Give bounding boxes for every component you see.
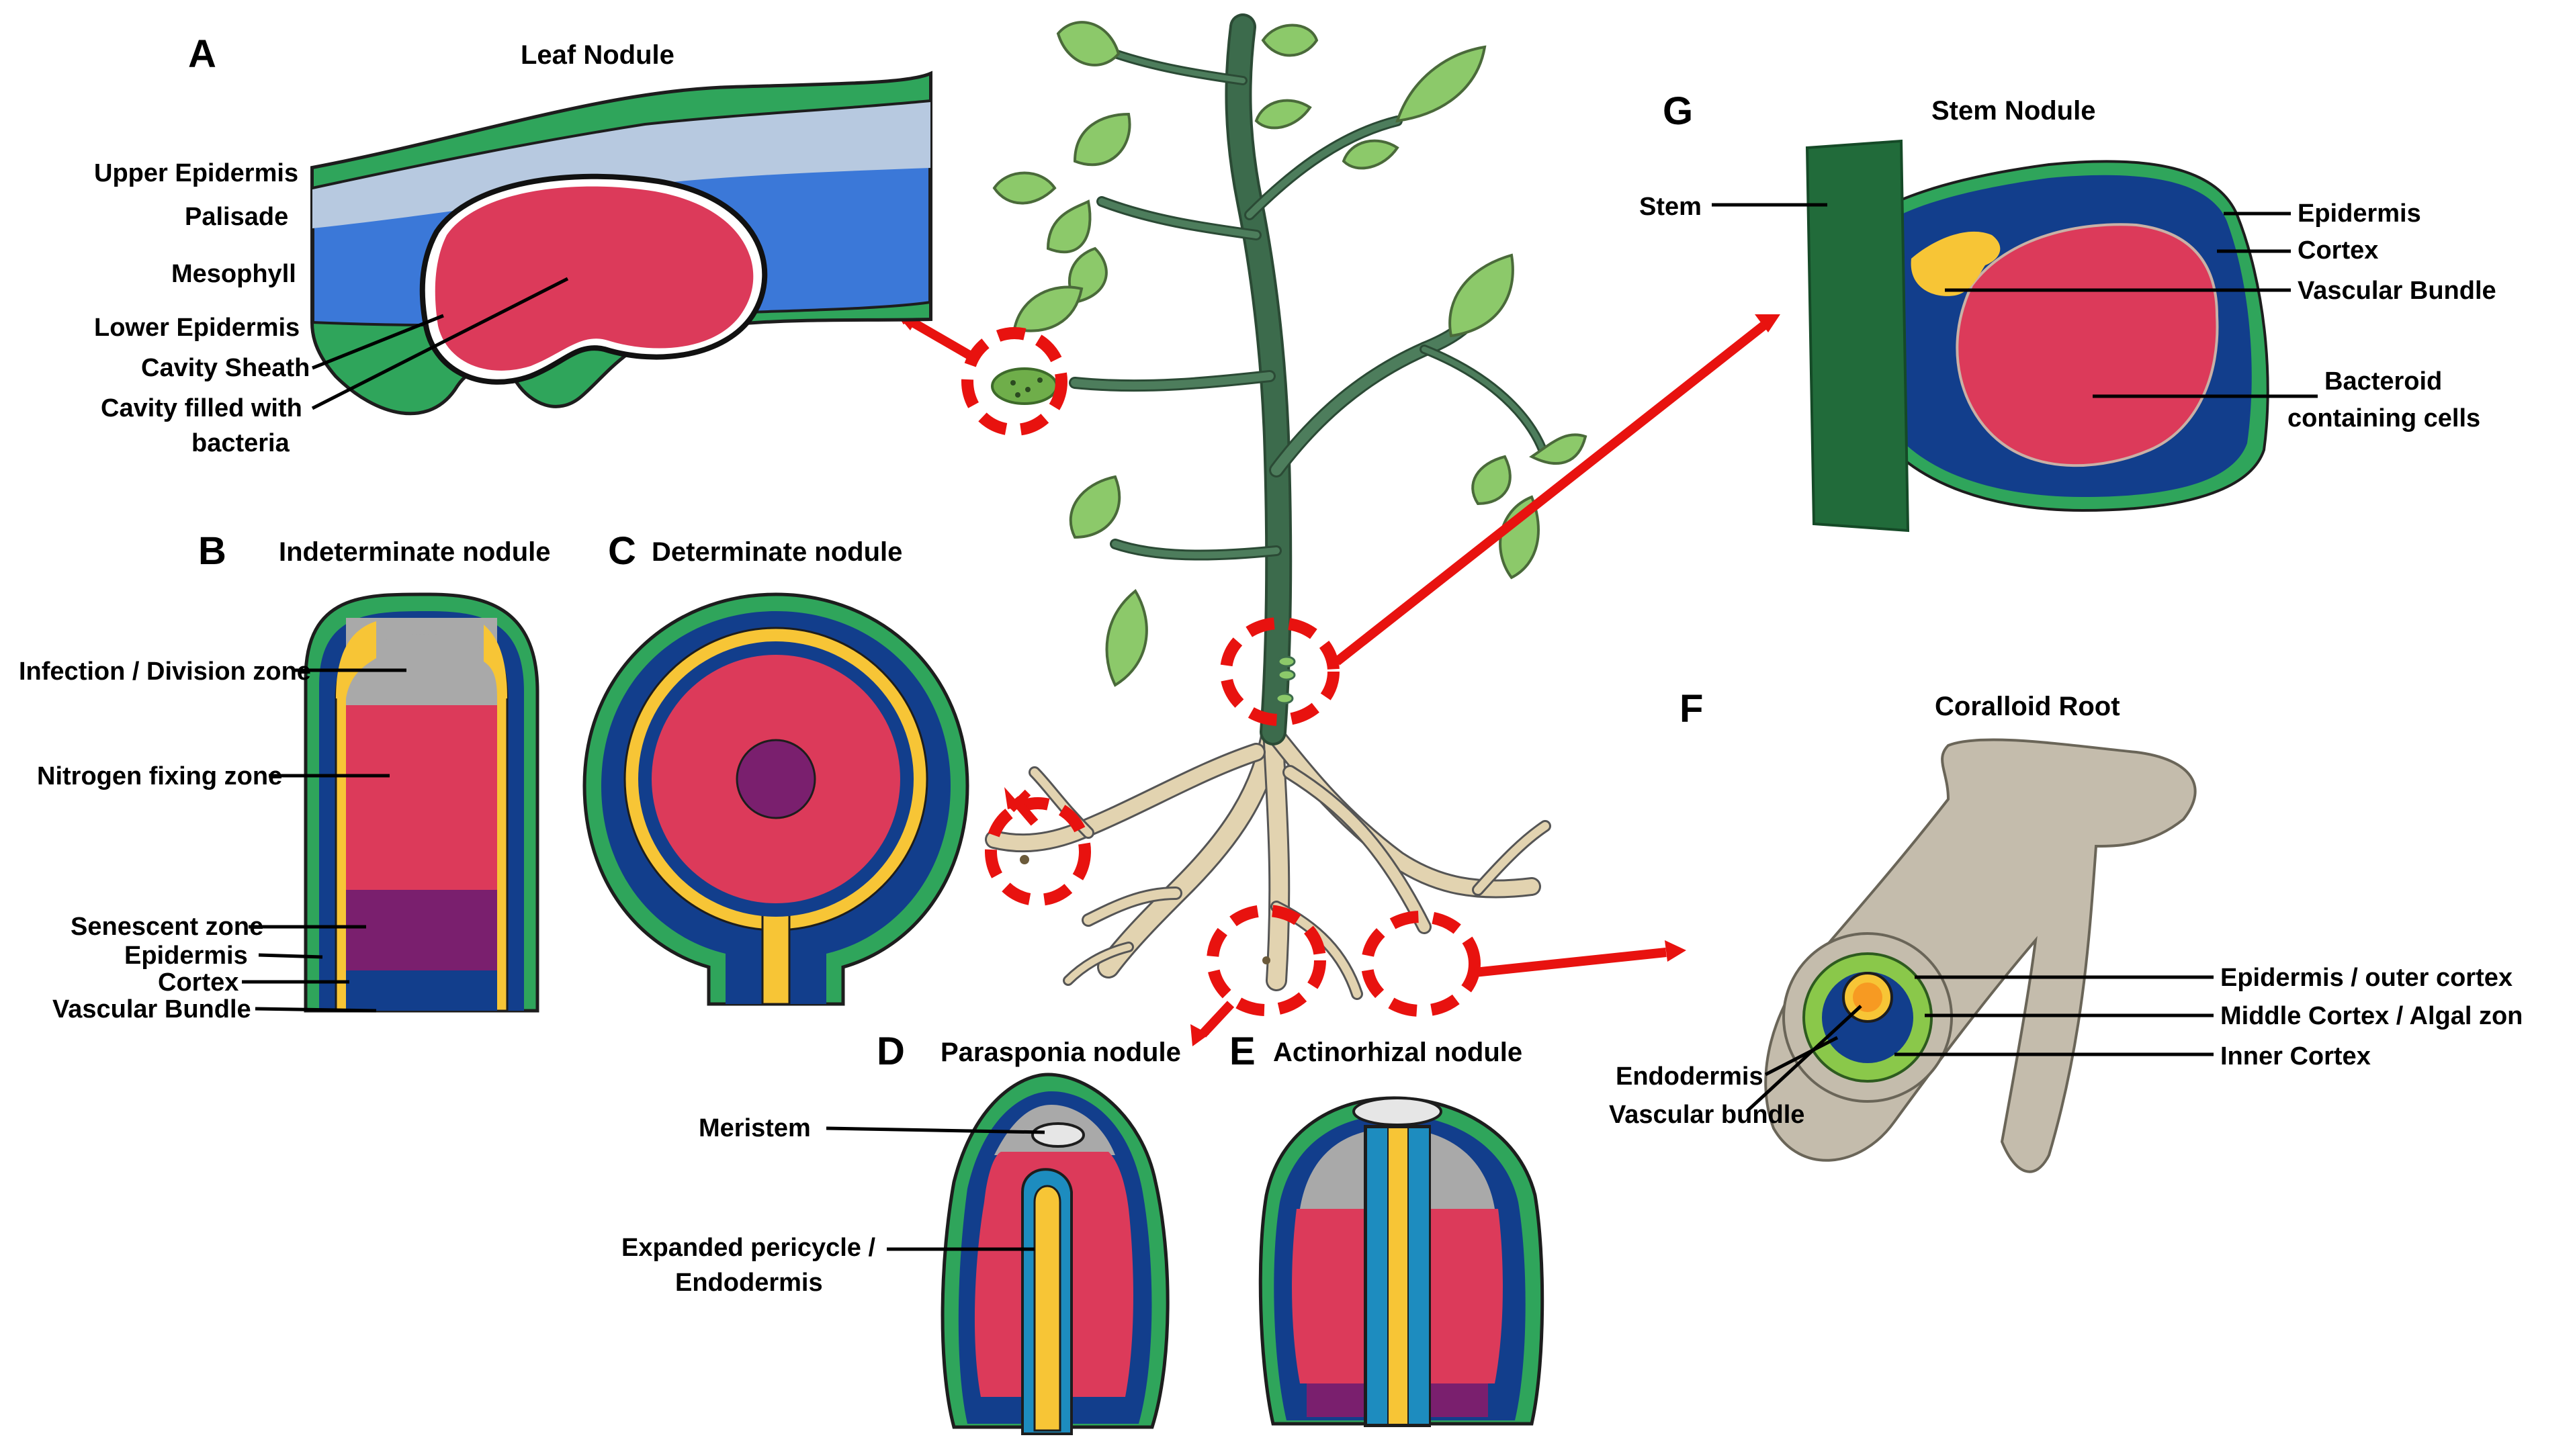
label-nitrogen-zone: Nitrogen fixing zone [37, 762, 282, 790]
actinorhizal-pericycle-left [1367, 1128, 1387, 1424]
label-meristem: Meristem [699, 1114, 811, 1142]
parasponia-vascular [1033, 1185, 1061, 1432]
senescent-zone [346, 890, 497, 970]
label-inner-cortex: Inner Cortex [2220, 1042, 2371, 1071]
label-cavity-bacteria-line1: Cavity filled with [101, 394, 302, 422]
actinorhizal-vascular [1389, 1128, 1407, 1424]
plant-stem-nodules [1275, 655, 1296, 704]
label-vascular-g: Vascular Bundle [2298, 277, 2496, 305]
label-epidermis-b: Epidermis [124, 942, 248, 970]
panel-title-a: Leaf Nodule [521, 40, 674, 70]
label-infection-zone: Infection / Division zone [19, 657, 311, 686]
label-epidermis-outer-cortex: Epidermis / outer cortex [2220, 964, 2513, 992]
panel-letter-f: F [1679, 687, 1703, 731]
plant-root-nodules [1020, 855, 1270, 964]
stem-segment [1805, 139, 1910, 533]
leader-lines-f [1745, 975, 2214, 1113]
label-cavity-bacteria-line2: bacteria [191, 429, 290, 457]
label-lower-epidermis: Lower Epidermis [94, 314, 300, 342]
leaf-cavity-bacteria [435, 186, 754, 371]
label-cavity-sheath: Cavity Sheath [141, 354, 310, 382]
label-endodermis-f: Endodermis [1616, 1062, 1763, 1091]
panel-f: F Coralloid Root Epidermis / outer corte… [1609, 687, 2523, 1173]
label-pericycle-line1: Expanded pericycle / [621, 1234, 875, 1262]
panel-title-c: Determinate nodule [652, 537, 902, 567]
nitrogen-fixing-zone [346, 705, 497, 890]
leader-lines-b [242, 668, 406, 1013]
label-upper-epidermis: Upper Epidermis [94, 159, 298, 187]
label-mesophyll: Mesophyll [171, 260, 296, 288]
label-palisade: Palisade [185, 203, 288, 231]
coralloid-vascular [1853, 983, 1882, 1012]
label-pericycle-line2: Endodermis [675, 1269, 823, 1297]
labels-a: Upper Epidermis Palisade Mesophyll Lower… [94, 159, 310, 457]
stem-nodule-vascular-bundle [1911, 231, 2001, 296]
labels-f: Epidermis / outer cortex Middle Cortex /… [1609, 964, 2523, 1129]
actinorhizal-pericycle-right [1409, 1128, 1429, 1424]
leader-lines-d [826, 1126, 1045, 1251]
actinorhizal-meristem [1352, 1097, 1442, 1126]
panel-b: B Indeterminate nodule Infection / Divis… [19, 529, 551, 1023]
panel-title-d: Parasponia nodule [941, 1038, 1181, 1067]
panel-letter-d: D [877, 1030, 905, 1073]
panel-d: D Parasponia nodule Meristem Expanded pe… [621, 1030, 1181, 1435]
roots [985, 717, 1551, 1000]
panel-title-g: Stem Nodule [1931, 96, 2095, 126]
panel-letter-g: G [1663, 89, 1693, 133]
panel-title-e: Actinorhizal nodule [1273, 1038, 1522, 1067]
labels-g: Stem Epidermis Cortex Vascular Bundle Ba… [1639, 193, 2496, 433]
plant [985, 13, 1587, 1000]
label-vascular-f: Vascular bundle [1609, 1101, 1804, 1129]
leader-lines-g [1712, 203, 2318, 398]
panel-title-b: Indeterminate nodule [279, 537, 551, 567]
panel-letter-e: E [1229, 1030, 1256, 1073]
panel-letter-a: A [188, 32, 216, 76]
panel-g: G Stem Nodule Stem Epidermis Cortex Vasc… [1639, 89, 2496, 533]
stem-nodule-bacteroid-cells [1956, 223, 2219, 467]
label-epidermis-g: Epidermis [2298, 199, 2421, 228]
panel-title-f: Coralloid Root [1935, 692, 2120, 721]
label-bacteroid-line1: Bacteroid [2324, 367, 2442, 396]
panel-e: E Actinorhizal nodule [1229, 1030, 1544, 1427]
label-stem: Stem [1639, 193, 1702, 221]
label-cortex-b: Cortex [158, 968, 238, 997]
label-cortex-g: Cortex [2298, 236, 2378, 265]
leaves [992, 21, 1587, 687]
label-middle-cortex: Middle Cortex / Algal zon [2220, 1002, 2523, 1030]
highlight-circles [961, 327, 1481, 1017]
labels-d: Meristem Expanded pericycle / Endodermis [621, 1114, 875, 1297]
label-bacteroid-line2: containing cells [2287, 404, 2480, 433]
labels-b: Infection / Division zone Nitrogen fixin… [19, 657, 311, 1023]
panel-c: C Determinate nodule [582, 529, 969, 1006]
panel-letter-c: C [608, 529, 636, 573]
label-vascular-b: Vascular Bundle [52, 995, 251, 1023]
panel-letter-b: B [198, 529, 226, 573]
determinate-central-core [736, 739, 816, 819]
parasponia-meristem [1031, 1122, 1085, 1148]
panel-a: A Leaf Nodule Upper Epidermis Palisade M… [94, 32, 932, 457]
leader-lines-a [311, 277, 569, 410]
label-senescent-zone: Senescent zone [71, 913, 263, 941]
plant-leaf-nodule [991, 367, 1058, 405]
leaf-upper-epidermis [311, 71, 932, 190]
